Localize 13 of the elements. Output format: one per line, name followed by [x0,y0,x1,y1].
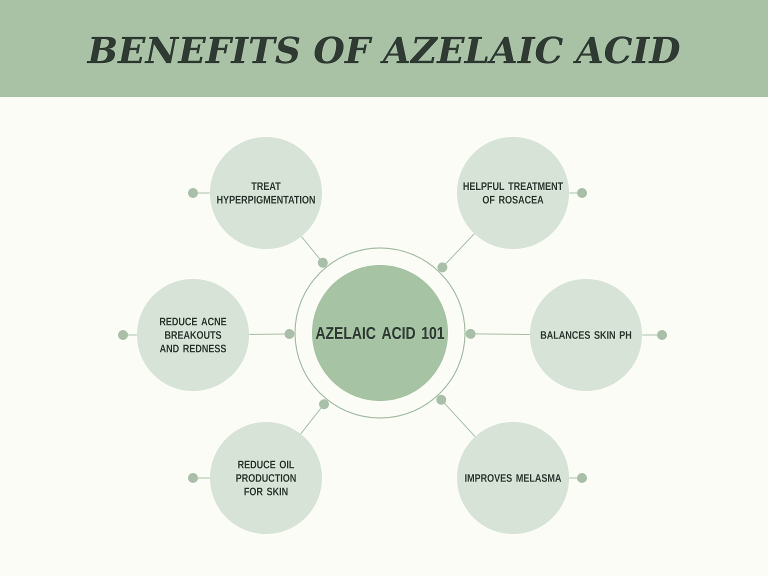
connector-dot [568,473,587,483]
connector [300,399,329,434]
connector [301,236,328,268]
connector-dot [188,473,210,483]
connector [466,328,530,339]
title-banner: BENEFITS OF AZELAIC ACID [0,0,768,97]
connector-dot [568,188,587,198]
connector [248,328,294,339]
connector-dot [188,188,210,198]
connector [436,394,476,438]
connector [437,233,475,272]
connector-dot [642,330,667,340]
connector-dot [118,330,138,340]
